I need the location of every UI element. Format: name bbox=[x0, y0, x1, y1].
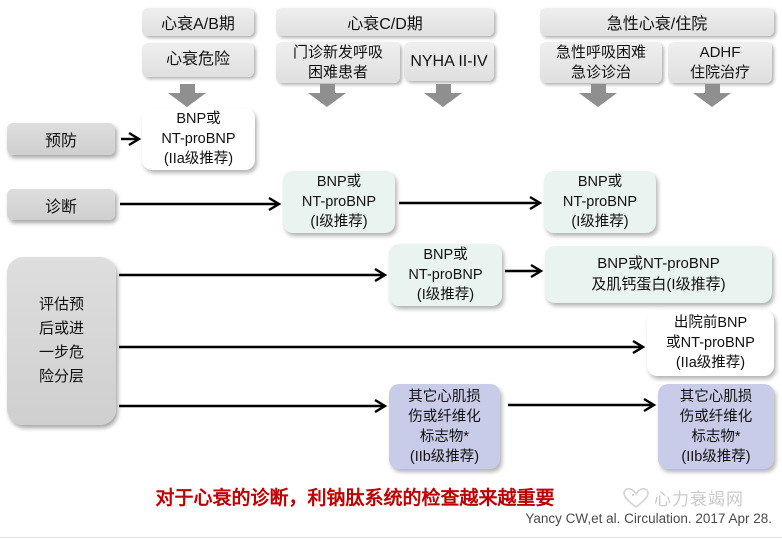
flow-arrow bbox=[119, 267, 388, 283]
stage-cd-header: 心衰C/D期 bbox=[276, 8, 494, 36]
flow-arrow bbox=[120, 196, 282, 212]
adhf-inpatient-box: ADHF 住院治疗 bbox=[668, 42, 772, 83]
other-markers-box-left: 其它心肌损 伤或纤维化 标志物* (IIb级推荐) bbox=[389, 384, 500, 469]
bottom-divider bbox=[0, 537, 782, 538]
evaluation-row-label: 评估预 后或进 一步危 险分层 bbox=[7, 257, 116, 425]
acute-hf-header: 急性心衰/住院 bbox=[540, 8, 774, 36]
outpatient-dyspnea-box: 门诊新发呼吸 困难患者 bbox=[276, 42, 400, 83]
stage-ab-header: 心衰A/B期 bbox=[142, 8, 254, 36]
flow-arrow bbox=[119, 398, 388, 414]
evaluation-troponin-box: BNP或NT-proBNP 及肌钙蛋白(I级推荐) bbox=[545, 246, 772, 303]
down-arrow bbox=[693, 84, 731, 107]
flow-arrow bbox=[121, 131, 142, 147]
prevention-row-label: 预防 bbox=[7, 123, 115, 155]
hf-risk-box: 心衰危险 bbox=[142, 43, 254, 77]
down-arrow bbox=[579, 84, 617, 107]
prevention-bnp-box: BNP或 NT-proBNP (IIa级推荐) bbox=[142, 108, 255, 170]
highlight-note: 对于心衰的诊断，利钠肽系统的检查越来越重要 bbox=[155, 488, 555, 509]
logo-heart-icon bbox=[623, 487, 649, 508]
other-markers-box-right: 其它心肌损 伤或纤维化 标志物* (IIb级推荐) bbox=[658, 384, 774, 469]
citation: Yancy CW,et al. Circulation. 2017 Apr 28… bbox=[525, 511, 772, 526]
flow-arrow bbox=[505, 263, 544, 279]
flow-arrow bbox=[399, 195, 543, 211]
diagnosis-row-label: 诊断 bbox=[7, 189, 115, 220]
flow-arrow bbox=[119, 339, 646, 355]
logo-text: 心力衰竭网 bbox=[654, 490, 744, 509]
acute-dyspnea-er-box: 急性呼吸困难 急诊诊治 bbox=[540, 42, 662, 83]
flow-arrow bbox=[508, 397, 657, 413]
heart-failure-net-logo: 心力衰竭网 bbox=[622, 485, 744, 510]
down-arrow bbox=[308, 84, 346, 107]
nyha-class-box: NYHA II-IV bbox=[404, 42, 494, 81]
discharge-bnp-box: 出院前BNP 或NT-proBNP (IIa级推荐) bbox=[647, 310, 774, 376]
diagnosis-bnp-acute-box: BNP或 NT-proBNP (I级推荐) bbox=[544, 171, 656, 233]
diagnosis-bnp-outpatient-box: BNP或 NT-proBNP (I级推荐) bbox=[283, 171, 395, 233]
down-arrow bbox=[168, 84, 206, 107]
down-arrow bbox=[424, 84, 462, 107]
evaluation-bnp-box: BNP或 NT-proBNP (I级推荐) bbox=[389, 244, 502, 306]
